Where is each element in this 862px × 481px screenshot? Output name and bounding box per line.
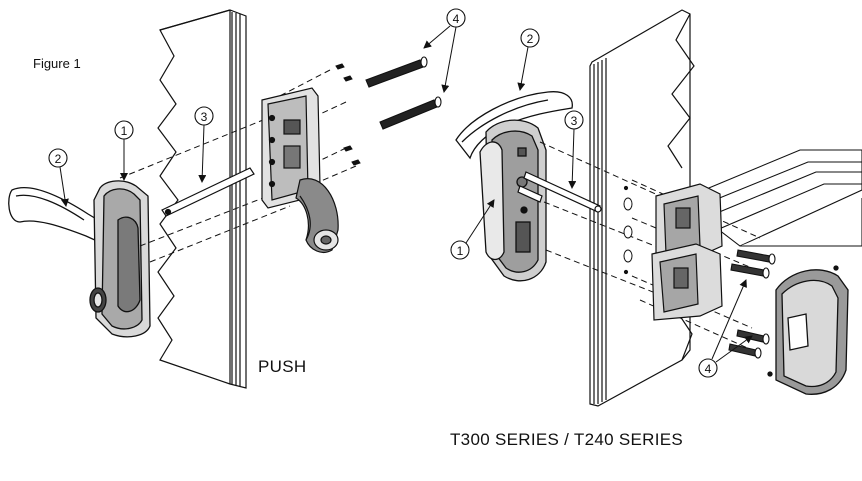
- svg-text:3: 3: [571, 114, 578, 128]
- callout-bolts-left: 4: [423, 8, 466, 93]
- figure-title: Figure 1: [33, 56, 81, 71]
- left-screws: [335, 63, 361, 166]
- callout-bolts-right: 4: [698, 279, 753, 378]
- left-spindle: [161, 167, 255, 217]
- callout-lever-right: 2: [517, 28, 540, 91]
- left-escutcheon: [89, 180, 151, 338]
- callout-escutcheon-left: 1: [114, 120, 134, 181]
- callout-spindle-right: 3: [564, 110, 584, 189]
- svg-text:2: 2: [527, 32, 534, 46]
- svg-text:1: 1: [457, 244, 464, 258]
- left-latch-mechanism: [261, 87, 339, 253]
- svg-text:3: 3: [201, 110, 208, 124]
- svg-text:4: 4: [705, 362, 712, 376]
- right-chassis: [651, 183, 723, 321]
- svg-text:1: 1: [121, 124, 128, 138]
- svg-text:2: 2: [55, 152, 62, 166]
- series-label: T300 SERIES / T240 SERIES: [450, 430, 684, 449]
- callout-escutcheon-right: 1: [450, 199, 495, 260]
- svg-text:4: 4: [453, 12, 460, 26]
- right-spindle: [517, 171, 602, 213]
- right-bolts: [728, 249, 776, 359]
- left-bolts: [365, 56, 442, 130]
- push-label: PUSH: [258, 357, 307, 376]
- door-hole-markers: [623, 185, 633, 275]
- callout-lever-left: 2: [48, 148, 69, 207]
- right-end-cap: [767, 265, 849, 395]
- callout-spindle-left: 3: [194, 106, 214, 183]
